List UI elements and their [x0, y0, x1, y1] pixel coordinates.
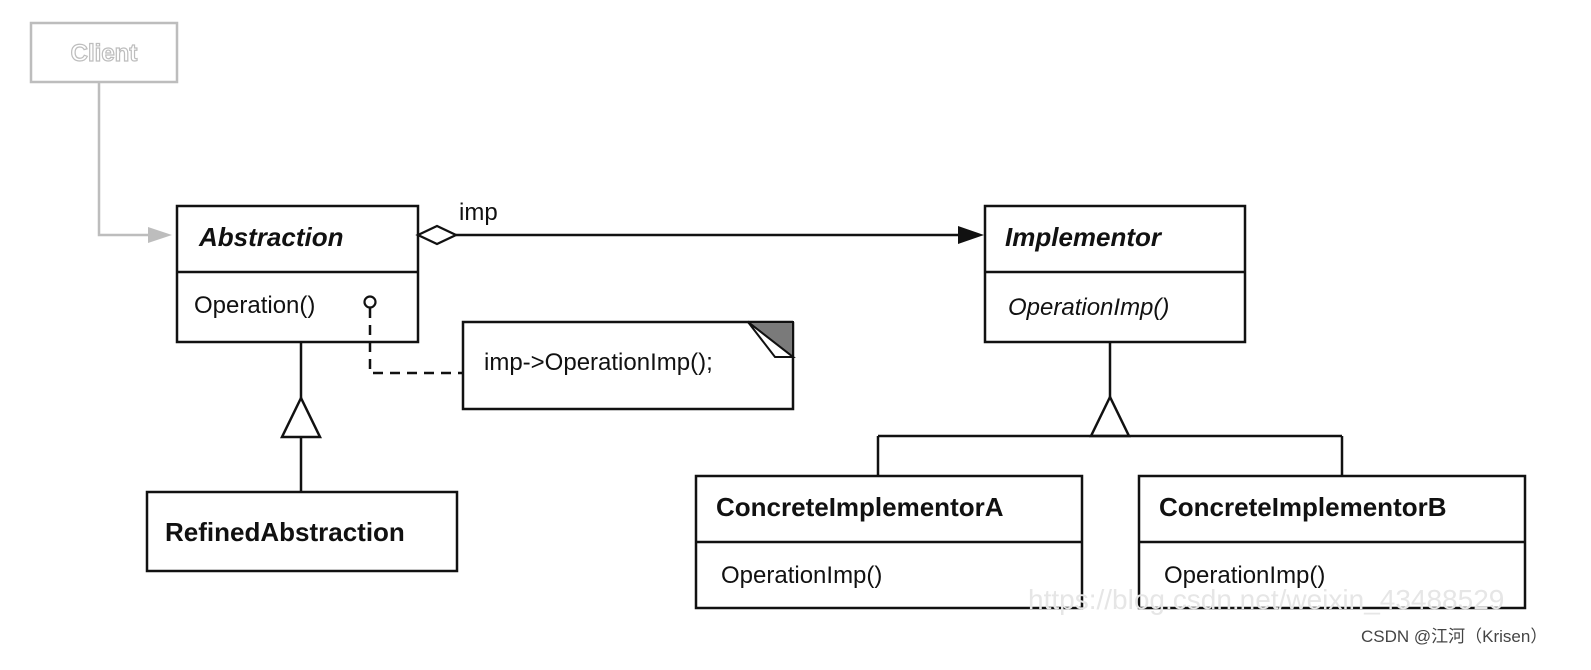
note-anchor-icon: [363, 295, 377, 309]
imp-association: imp: [415, 199, 984, 246]
refined-abstraction-name: RefinedAbstraction: [165, 517, 405, 547]
generalization-triangle-icon: [1089, 394, 1131, 438]
implementor-name: Implementor: [1005, 222, 1163, 252]
implementor-class: Implementor OperationImp(): [983, 204, 1247, 344]
concrete-b-name: ConcreteImplementorB: [1159, 492, 1447, 522]
client-label: Client: [71, 40, 138, 67]
implementor-operation: OperationImp(): [1008, 294, 1169, 321]
generalization-triangle-icon: [280, 395, 322, 439]
refined-abstraction-class: RefinedAbstraction: [145, 490, 459, 573]
client-class: Client: [29, 21, 179, 84]
implementor-generalization: [876, 342, 1344, 476]
abstraction-generalization: [280, 342, 322, 492]
abstraction-name: Abstraction: [198, 222, 343, 252]
gray-arrowhead-icon: [148, 227, 172, 243]
abstraction-class: Abstraction Operation(): [175, 204, 420, 344]
concrete-b-operation: OperationImp(): [1164, 562, 1325, 589]
concrete-a-operation: OperationImp(): [721, 562, 882, 589]
arrowhead-icon: [958, 226, 984, 244]
note-text: imp->OperationImp();: [484, 349, 713, 376]
association-label: imp: [459, 199, 498, 226]
credit-text: CSDN @江河（Krisen）: [1361, 627, 1547, 646]
abstraction-operation: Operation(): [194, 292, 315, 319]
note-connector: [368, 308, 463, 375]
concrete-implementor-a-class: ConcreteImplementorA OperationImp(): [694, 474, 1084, 610]
code-note: imp->OperationImp();: [461, 320, 796, 411]
client-abstraction-link: [97, 82, 172, 243]
concrete-a-name: ConcreteImplementorA: [716, 492, 1004, 522]
concrete-implementor-b-class: ConcreteImplementorB OperationImp(): [1137, 474, 1527, 610]
watermark-text: https://blog.csdn.net/weixin_43488529: [1028, 584, 1504, 615]
aggregation-diamond-icon: [415, 224, 459, 246]
